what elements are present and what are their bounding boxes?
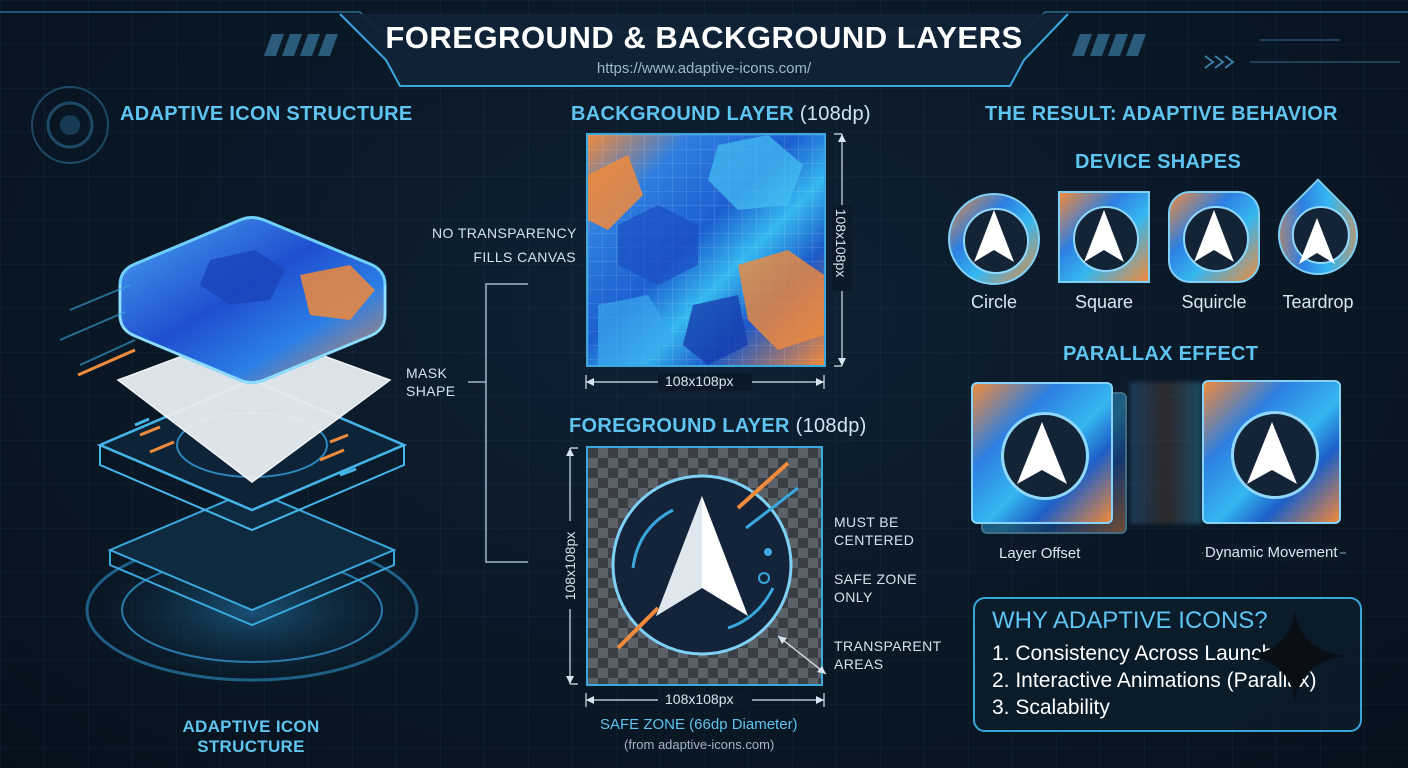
why-item-3: 3. Scalability [992, 696, 1110, 719]
bg-width-label: 108x108px [665, 373, 734, 389]
safe-note-line1: SAFE ZONE [834, 571, 917, 587]
layer-offset-logo-disc [1001, 412, 1089, 500]
hud-circle-decoration [31, 86, 109, 164]
sparkle-icon [1250, 610, 1346, 702]
foreground-layer-title: FOREGROUND LAYER [569, 415, 790, 437]
safe-zone-caption: SAFE ZONE (66dp Diameter) [600, 716, 798, 733]
parallax-heading: PARALLAX EFFECT [1063, 343, 1259, 365]
teardrop-label: Teardrop [1282, 292, 1354, 312]
fg-width-label: 108x108px [665, 691, 734, 707]
background-layer-image [586, 133, 826, 367]
centered-note-line2: CENTERED [834, 532, 915, 548]
fills-canvas-note: FILLS CANVAS [473, 249, 576, 265]
bg-height-label: 108x108px [833, 208, 849, 278]
safe-zone-source: (from adaptive-icons.com) [624, 737, 775, 752]
structure-caption-line1: ADAPTIVE ICON [182, 717, 320, 736]
transparent-note-line2: AREAS [834, 656, 884, 672]
parallax-logo-marks [1017, 422, 1297, 484]
background-layer-title: BACKGROUND LAYER [571, 103, 794, 125]
layer-offset-label: Layer Offset [999, 545, 1081, 562]
no-transparency-note: NO TRANSPARENCY [432, 225, 577, 241]
dynamic-movement-label: Dynamic Movement [1203, 544, 1340, 561]
why-item-1: 1. Consistency Across Launchers [992, 642, 1303, 665]
square-label: Square [1074, 292, 1134, 312]
fg-height-label: 108x108px [562, 531, 578, 601]
transparent-areas-note: TRANSPARENT AREAS [834, 637, 942, 673]
structure-caption-line2: STRUCTURE [197, 737, 305, 756]
mask-label-line1: MASK [406, 365, 448, 381]
background-layer-heading: BACKGROUND LAYER (108dp) [571, 103, 871, 126]
safe-note-line2: ONLY [834, 589, 873, 605]
structure-heading: ADAPTIVE ICON STRUCTURE [120, 103, 413, 125]
why-item-2: 2. Interactive Animations (Parallax) [992, 669, 1317, 692]
structure-caption: ADAPTIVE ICON STRUCTURE [180, 717, 322, 757]
foreground-logo-art [611, 461, 799, 656]
safe-zone-only-note: SAFE ZONE ONLY [834, 570, 917, 606]
title-banner [0, 11, 1408, 87]
background-layer-size: (108dp) [799, 103, 871, 125]
layer-stack-illustration [59, 216, 442, 700]
foreground-layer-size: (108dp) [795, 415, 867, 437]
circle-label: Circle [970, 292, 1017, 312]
parallax-dynamic-card [1202, 380, 1341, 524]
dynamic-logo-disc [1230, 411, 1319, 499]
why-title: WHY ADAPTIVE ICONS? [992, 607, 1268, 634]
mask-bracket [468, 283, 528, 563]
mask-label-line2: SHAPE [406, 383, 456, 399]
fg-width-dimension-line [585, 691, 825, 709]
foreground-layer-heading: FOREGROUND LAYER (108dp) [569, 415, 867, 438]
centered-note-line1: MUST BE [834, 514, 899, 530]
fg-height-dimension-line [560, 447, 580, 685]
background-notes: NO TRANSPARENCY FILLS CANVAS [432, 224, 576, 266]
must-be-centered-note: MUST BE CENTERED [834, 513, 914, 549]
result-heading: THE RESULT: ADAPTIVE BEHAVIOR [985, 103, 1338, 125]
bg-width-dimension-line [585, 373, 825, 391]
transparent-pointer-arrow [777, 635, 827, 675]
page-title: FOREGROUND & BACKGROUND LAYERS [385, 20, 1023, 55]
device-shapes-heading: DEVICE SHAPES [1075, 151, 1242, 173]
background-hex-pattern [588, 135, 824, 365]
mask-shape-label: MASK SHAPE [406, 364, 455, 400]
foreground-layer-image [586, 446, 823, 686]
bg-height-dimension-line [832, 133, 852, 367]
squircle-label: Squircle [1181, 292, 1247, 312]
parallax-motion-blur [1130, 382, 1202, 524]
source-url[interactable]: https://www.adaptive-icons.com/ [596, 60, 812, 77]
transparent-note-line1: TRANSPARENT [834, 638, 942, 654]
shape-logo-marks [974, 210, 1335, 264]
